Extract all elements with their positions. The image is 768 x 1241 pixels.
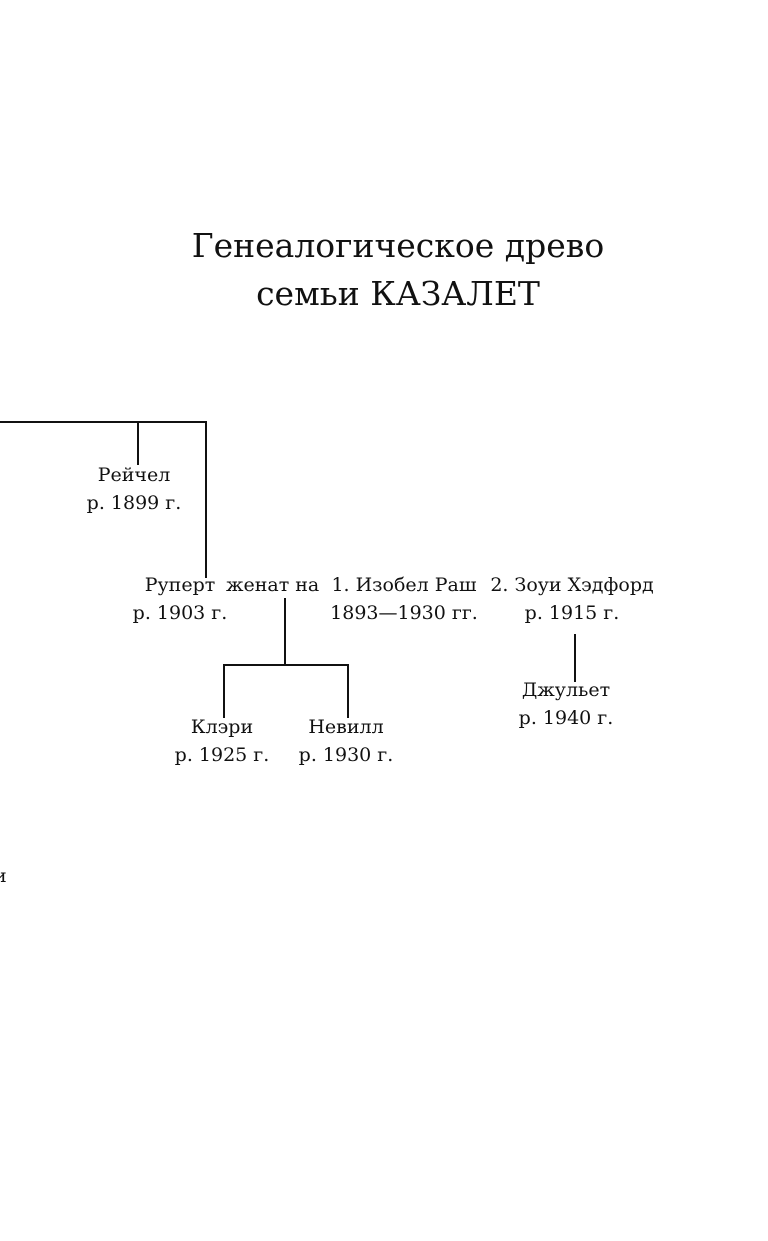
person-dates: р. 1925 г. [174, 744, 270, 766]
top-sibling-line [0, 421, 207, 423]
person-name: 1. Изобел Раш [331, 574, 477, 596]
tree-title-line-1: Генеалогическое древо [191, 226, 605, 265]
neville-connector [347, 664, 349, 718]
person-dates: 1893—1930 гг. [330, 602, 478, 624]
person-rachel: Рейчел р. 1899 г. [84, 461, 184, 517]
person-clary: Клэри р. 1925 г. [168, 713, 276, 769]
person-name: 2. Зоуи Хэдфорд [490, 574, 654, 596]
person-dates: р. 1903 г. [132, 602, 228, 624]
person-rupert: Руперт р. 1903 г. [130, 571, 230, 627]
person-name: Клэри [190, 716, 254, 738]
clipped-margin-text: и [0, 865, 7, 887]
person-name: Рейчел [97, 464, 171, 486]
person-dates: р. 1899 г. [86, 492, 182, 514]
person-isobel: 1. Изобел Раш 1893—1930 гг. [318, 571, 490, 627]
person-neville: Невилл р. 1930 г. [292, 713, 400, 769]
clary-connector [223, 664, 225, 718]
person-juliet: Джульет р. 1940 г. [512, 676, 620, 732]
rachel-connector [137, 421, 139, 465]
relation-label: женат на [226, 574, 320, 596]
person-name: Джульет [521, 679, 611, 701]
person-zoe: 2. Зоуи Хэдфорд р. 1915 г. [470, 571, 674, 627]
tree-title-line-2: семьи КАЗАЛЕТ [256, 274, 540, 313]
person-dates: р. 1940 г. [518, 707, 614, 729]
person-dates: р. 1915 г. [524, 602, 620, 624]
rupert-isobel-children-stem [284, 598, 286, 666]
person-name: Руперт [144, 574, 216, 596]
person-name: Невилл [308, 716, 384, 738]
zoe-juliet-connector [574, 634, 576, 682]
rupert-isobel-children-line [223, 664, 349, 666]
relation-married-to: женат на [226, 571, 319, 599]
rupert-connector [205, 421, 207, 578]
person-dates: р. 1930 г. [298, 744, 394, 766]
